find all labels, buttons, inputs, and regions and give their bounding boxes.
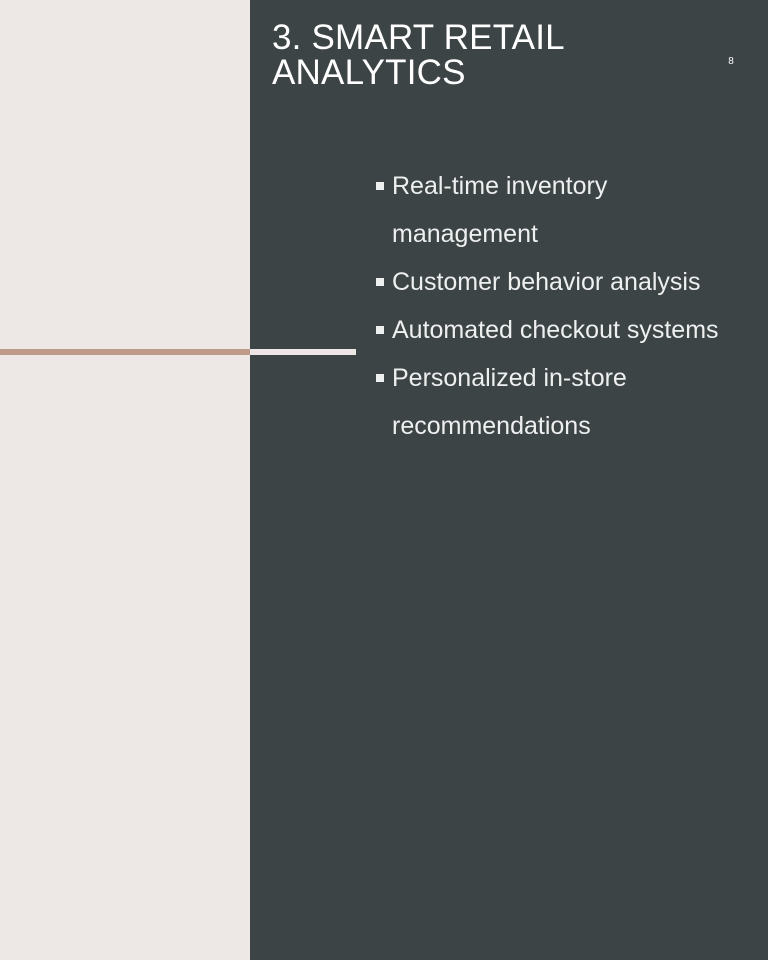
bullet-text: Personalized in-store recommendations xyxy=(392,364,627,440)
slide-title: 3. SMART RETAIL ANALYTICS xyxy=(272,18,564,92)
square-bullet-icon xyxy=(376,182,384,190)
bullet-text: Customer behavior analysis xyxy=(392,268,701,296)
bullet-list: Real-time inventory management Customer … xyxy=(376,162,736,450)
bullet-item-checkout: Automated checkout systems xyxy=(376,306,736,354)
bullet-text: Automated checkout systems xyxy=(392,316,719,344)
left-background-panel xyxy=(0,0,250,960)
bullet-item-recommendations: Personalized in-store recommendations xyxy=(376,354,736,450)
bullet-item-inventory: Real-time inventory management xyxy=(376,162,736,258)
page-number: 8 xyxy=(728,56,734,67)
square-bullet-icon xyxy=(376,278,384,286)
bullet-item-customer-behavior: Customer behavior analysis xyxy=(376,258,736,306)
accent-divider-line xyxy=(0,349,250,355)
right-content-panel xyxy=(250,0,768,960)
bullet-text: Real-time inventory management xyxy=(392,172,608,248)
square-bullet-icon xyxy=(376,326,384,334)
light-divider-line xyxy=(250,349,356,355)
square-bullet-icon xyxy=(376,374,384,382)
